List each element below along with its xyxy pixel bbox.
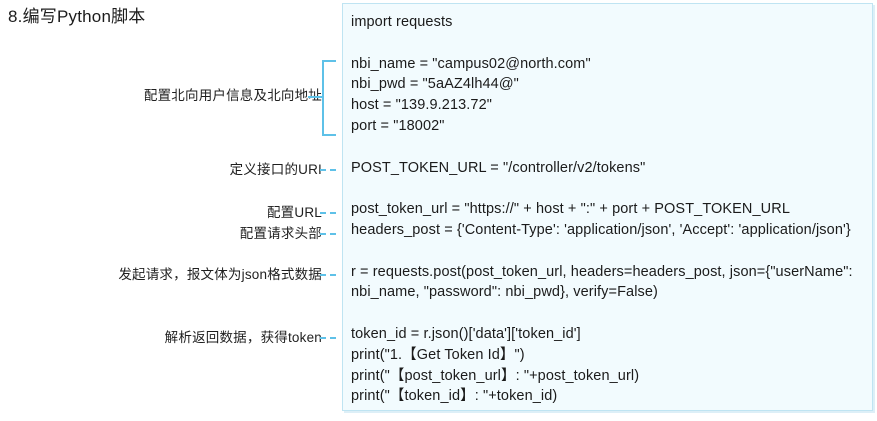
bracket-group-connector — [322, 60, 336, 136]
dashed-connector-send-request — [320, 274, 336, 276]
dashed-connector-config-headers — [320, 233, 336, 235]
annotation-label-parse-token: 解析返回数据，获得token — [164, 330, 322, 345]
code-panel: import requests nbi_name = "campus02@nor… — [342, 3, 873, 411]
annotation-label-send-request: 发起请求，报文体为json格式数据 — [118, 267, 322, 282]
annotation-label-define-uri: 定义接口的URI — [229, 162, 322, 177]
dashed-connector-define-uri — [320, 169, 336, 171]
dashed-connector-parse-token — [320, 337, 336, 339]
bracket-stem-line — [308, 96, 324, 98]
annotation-label-config-url: 配置URL — [266, 205, 322, 220]
annotation-label-config-headers: 配置请求头部 — [239, 226, 322, 241]
dashed-connector-config-url — [320, 212, 336, 214]
annotation-label-group-nbi-config: 配置北向用户信息及北向地址 — [143, 88, 322, 103]
page-title: 8.编写Python脚本 — [8, 7, 146, 26]
code-block: import requests nbi_name = "campus02@nor… — [351, 14, 853, 405]
